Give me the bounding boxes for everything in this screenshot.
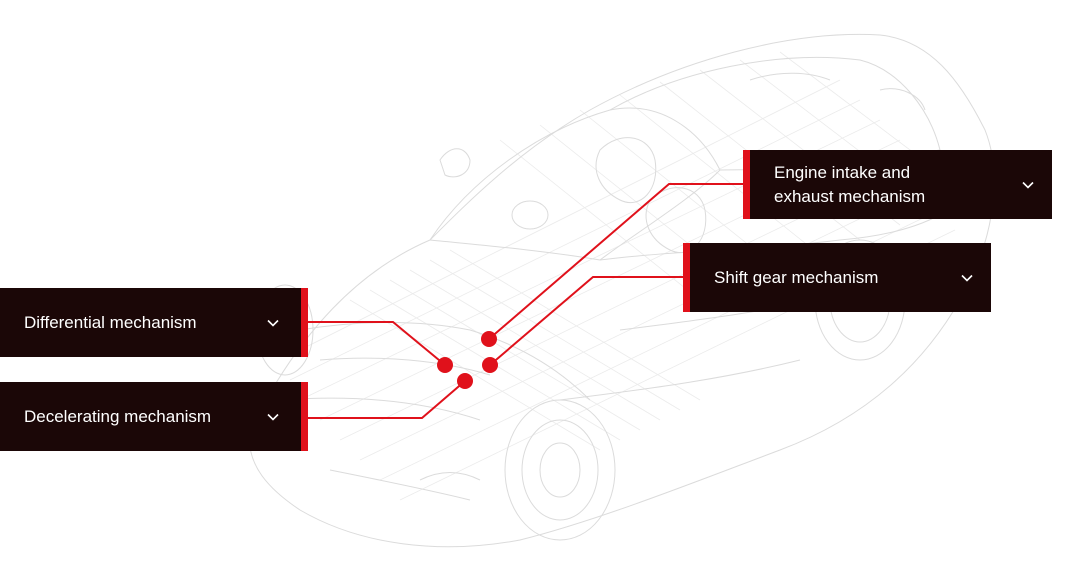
callout-label: Shift gear mechanism <box>714 266 955 290</box>
callout-decelerating[interactable]: Decelerating mechanism <box>0 382 308 451</box>
hotspot-decelerating[interactable] <box>457 373 473 389</box>
callout-label-line2: exhaust mechanism <box>774 185 1016 209</box>
hotspot-differential[interactable] <box>437 357 453 373</box>
callout-shift-gear[interactable]: Shift gear mechanism <box>683 243 991 312</box>
hotspot-engine[interactable] <box>481 331 497 347</box>
callout-label-line1: Engine intake and <box>774 161 1016 185</box>
chevron-down-icon[interactable] <box>1016 173 1040 197</box>
chevron-down-icon[interactable] <box>955 266 979 290</box>
chevron-down-icon[interactable] <box>261 405 285 429</box>
callout-label: Differential mechanism <box>24 311 261 335</box>
hotspot-shift[interactable] <box>482 357 498 373</box>
callout-label: Decelerating mechanism <box>24 405 261 429</box>
callout-engine-intake-exhaust[interactable]: Engine intake and exhaust mechanism <box>743 150 1052 219</box>
callout-label: Engine intake and exhaust mechanism <box>774 161 1016 209</box>
callout-differential[interactable]: Differential mechanism <box>0 288 308 357</box>
chevron-down-icon[interactable] <box>261 311 285 335</box>
